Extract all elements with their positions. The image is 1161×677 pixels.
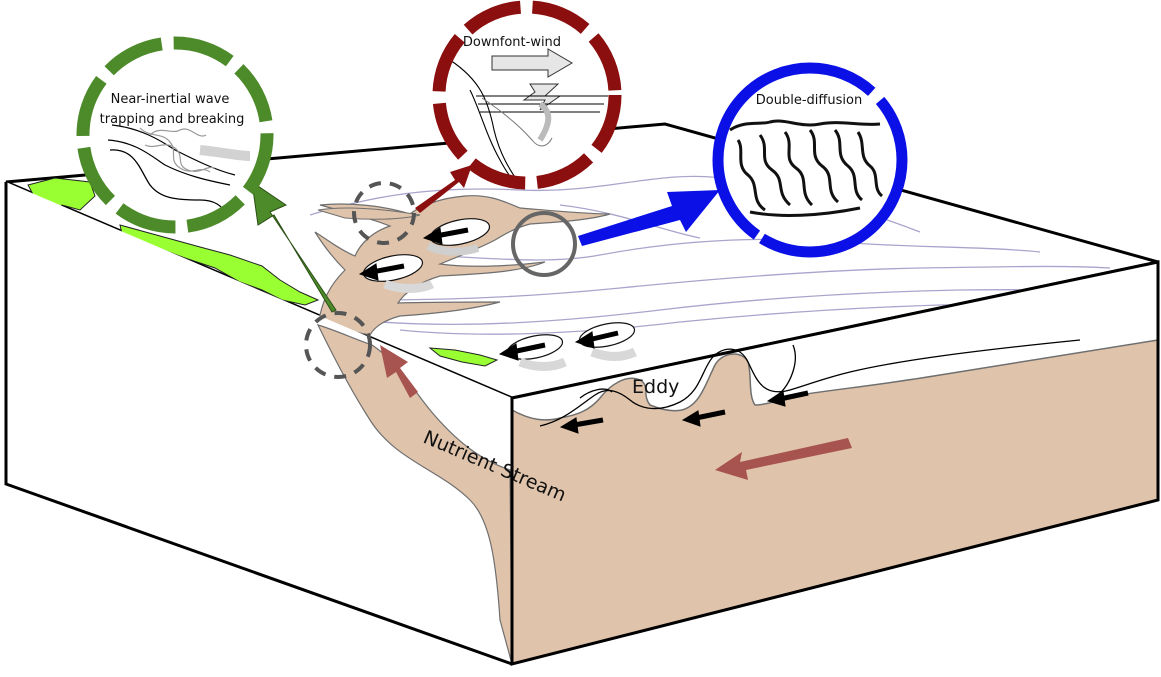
nutrient-plume-surface — [314, 195, 611, 336]
callout-downfront-wind: Downfont-wind — [432, 0, 622, 190]
block-front-edges — [510, 260, 1160, 666]
red-flow-arrows — [380, 345, 852, 480]
eddy-wave-layer — [511, 261, 1159, 421]
downfront-illustration — [449, 48, 608, 183]
nutrient-plume-upper-branch — [317, 207, 421, 220]
callout-arrow — [251, 180, 337, 313]
callout-double-diffusion: Double-diffusion — [712, 62, 908, 258]
black-flow-arrow — [766, 390, 809, 407]
near-inertial-illustration — [107, 124, 251, 215]
black-flow-arrows-front — [559, 390, 809, 434]
black-flow-arrow — [574, 330, 619, 349]
dashed-circle-plume — [352, 181, 416, 245]
callout-arrow — [578, 190, 720, 246]
black-flow-arrow — [422, 227, 469, 245]
solid-circle-double-diffusion-site — [511, 211, 577, 277]
eddy-label: Eddy — [632, 376, 679, 398]
block-left-face-white — [6, 182, 512, 664]
dashed-circles — [304, 181, 416, 379]
black-flow-arrow — [681, 409, 726, 427]
red-flow-arrow — [715, 438, 852, 480]
dashed-circle-coast — [304, 311, 372, 379]
black-flow-arrow — [559, 417, 604, 434]
near-inertial-label-line2: trapping and breaking — [100, 112, 245, 127]
callout-arrow — [415, 165, 472, 213]
black-flow-arrow — [498, 342, 546, 361]
red-flow-arrow — [380, 345, 418, 398]
double-diffusion-label: Double-diffusion — [756, 93, 862, 108]
near-inertial-label-line1: Near-inertial wave — [111, 92, 230, 107]
double-diffusion-illustration — [729, 119, 884, 217]
black-flow-arrow — [358, 263, 405, 281]
black-flow-arrows-surface — [358, 227, 619, 361]
downfront-label: Downfont-wind — [463, 35, 561, 50]
callout-near-inertial: Near-inertial wave trapping and breaking — [76, 36, 274, 234]
block-left-edges — [4, 182, 513, 666]
